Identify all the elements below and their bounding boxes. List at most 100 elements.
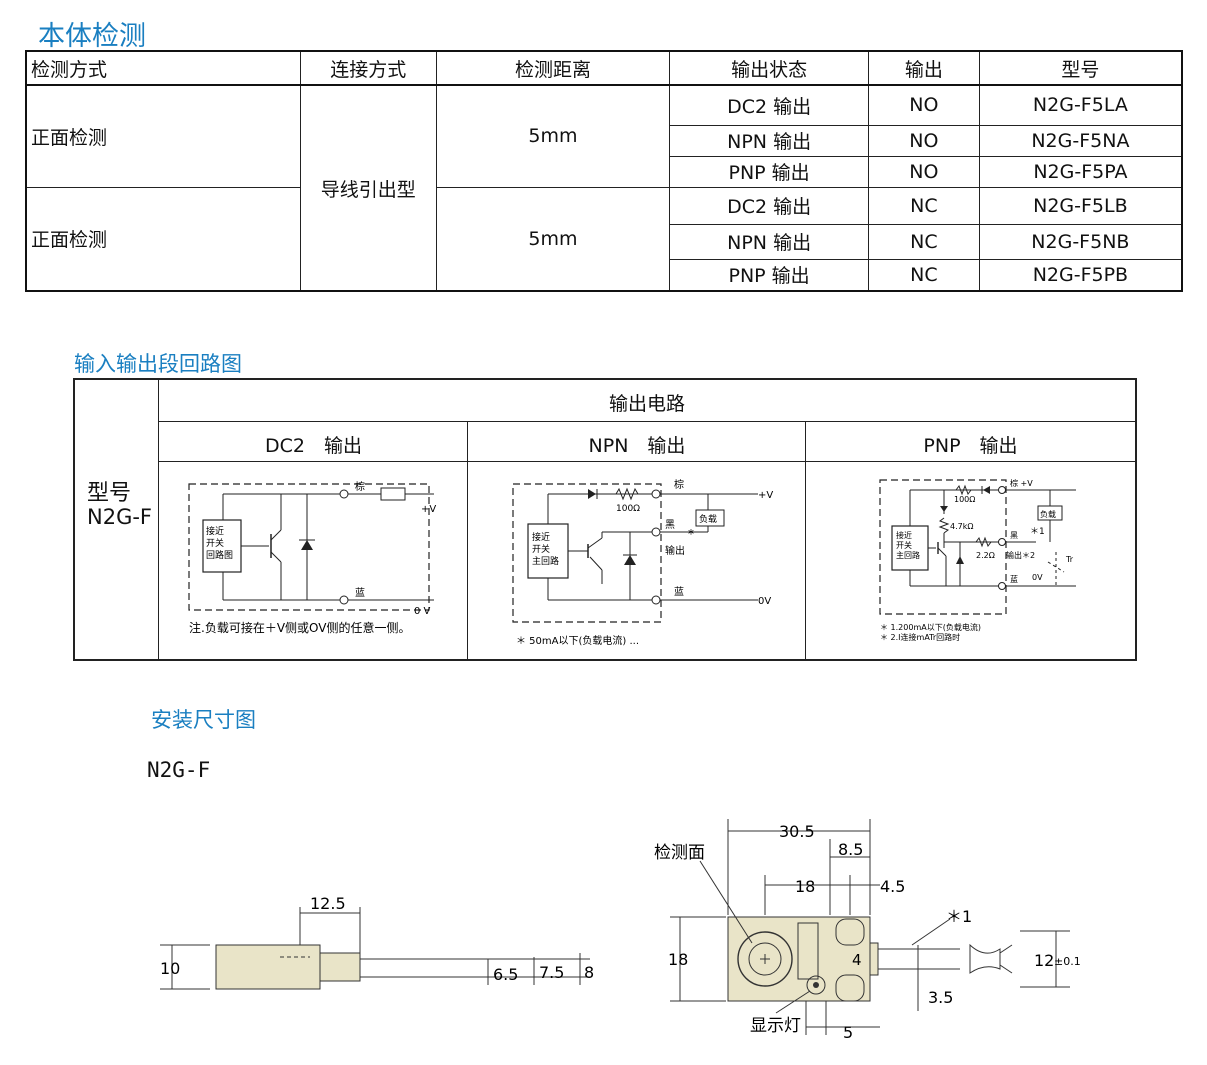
side-dim-6-5: 6.5 <box>493 965 518 984</box>
cell-output: NC <box>867 258 980 292</box>
dc2-blue-label: 蓝 <box>355 587 365 599</box>
output-circuit-header: 输出电路 <box>608 393 685 415</box>
dimension-model-label: N2G-F <box>147 758 211 782</box>
side-view-drawing: 10 12.5 6.5 7.5 8 <box>160 894 594 990</box>
table-row: PNP 输出 NC N2G-F5PB <box>26 258 1183 292</box>
front-dim-4: 4 <box>852 951 862 969</box>
dc2-note: 注.负载可接在＋V侧或OV侧的任意一侧。 <box>189 620 410 635</box>
cell-output: NC <box>867 186 980 225</box>
front-dim-5: 5 <box>843 1023 853 1042</box>
indicator-label: 显示灯 <box>750 1016 801 1036</box>
pnp-black-label: 黑 <box>1010 531 1018 540</box>
cell-model: N2G-F5LB <box>978 186 1183 225</box>
front-dim-30-5: 30.5 <box>779 822 815 841</box>
side-dim-10: 10 <box>160 959 180 978</box>
cell-state: DC2 输出 <box>669 84 869 126</box>
header-output: 输出 <box>867 50 980 86</box>
pnp-load-label: 负载 <box>1040 509 1056 519</box>
dc2-label-1: 接近 <box>206 525 224 537</box>
front-dim-8-5: 8.5 <box>838 840 863 859</box>
cell-output: NO <box>867 124 980 157</box>
table-row: NPN 输出 NO N2G-F5NA <box>26 124 1183 157</box>
circuit-table: 型号 N2G-F 输出电路 DC2 输出 NPN 输出 PNP 输出 接近 开关… <box>73 378 1137 661</box>
front-dim-3-5: 3.5 <box>928 988 953 1007</box>
pnp-output-label: 输出＊2 <box>1006 550 1035 560</box>
npn-zerov-label: 0V <box>758 596 771 607</box>
side-dim-8: 8 <box>584 963 594 982</box>
header-model: 型号 <box>978 50 1183 86</box>
cell-state: NPN 输出 <box>669 124 869 157</box>
cell-output: NC <box>867 223 980 260</box>
dc2-plusv-label: +V <box>421 504 436 515</box>
pnp-zerov-label: 0V <box>1032 573 1043 582</box>
npn-cell <box>468 422 806 659</box>
dc2-label-2: 开关 <box>206 537 224 549</box>
cell-model: N2G-F5NB <box>978 223 1183 260</box>
side-dim-12-5: 12.5 <box>310 894 346 913</box>
cell-method: 正面检测 <box>25 186 301 292</box>
npn-label-2: 开关 <box>532 543 550 555</box>
npn-brown-label: 棕 <box>674 478 684 491</box>
pnp-circuit-diagram: 接近 开关 主回路 100Ω 4.7kΩ 2.2Ω 负载 <box>879 478 1076 642</box>
header-connection: 连接方式 <box>299 50 437 86</box>
cell-state: PNP 输出 <box>669 258 869 292</box>
pnp-label-3: 主回路 <box>896 550 920 560</box>
table-row: PNP 输出 NO N2G-F5PA <box>26 155 1183 188</box>
npn-circuit-diagram: 接近 开关 主回路 100Ω 负载 棕 +V 黑 输出 * <box>512 478 773 647</box>
detect-face-label: 检测面 <box>654 843 705 863</box>
front-dim-12-tol: ±0.1 <box>1054 955 1081 968</box>
cell-connection: 导线引出型 <box>299 84 437 292</box>
table-row: 正面检测 5mm DC2 输出 NC N2G-F5LB <box>25 186 1183 292</box>
npn-blue-label: 蓝 <box>674 586 684 598</box>
cell-model: N2G-F5PB <box>978 258 1183 292</box>
npn-load-label: 负载 <box>699 513 717 525</box>
dc2-header: DC2 输出 <box>265 435 362 457</box>
front-dim-12: 12 <box>1034 951 1054 970</box>
npn-star-label: * <box>688 527 694 541</box>
front-dim-18-v: 18 <box>668 950 688 969</box>
pnp-r3-label: 2.2Ω <box>976 551 995 560</box>
table-row: NPN 输出 NC N2G-F5NB <box>26 223 1183 260</box>
header-detect-method: 检测方式 <box>25 50 301 86</box>
cell-model: N2G-F5LA <box>978 84 1183 126</box>
section-title-io-circuit: 输入输出段回路图 <box>74 352 242 376</box>
pnp-note-1: ＊ 1.200mA以下(负载电流) <box>880 622 981 632</box>
cell-model: N2G-F5PA <box>978 155 1183 188</box>
pnp-star1-label: ＊1 <box>1030 527 1045 537</box>
npn-label-1: 接近 <box>532 531 550 543</box>
dc2-zerov-label: 0 V <box>414 606 431 617</box>
npn-label-3: 主回路 <box>532 555 559 567</box>
front-dim-4-5: 4.5 <box>880 877 905 896</box>
cell-state: NPN 输出 <box>669 223 869 260</box>
header-output-state: 输出状态 <box>669 50 869 86</box>
pnp-label-2: 开关 <box>896 540 912 550</box>
pnp-brown-label: 棕 +V <box>1010 478 1033 488</box>
dc2-brown-label: 棕 <box>355 480 365 493</box>
model-label: 型号 <box>87 481 132 506</box>
cell-distance: 5mm <box>435 84 671 188</box>
front-dim-18-h: 18 <box>795 877 815 896</box>
front-view-drawing: 30.5 8.5 18 4.5 18 4 3.5 5 12 ±0.1 ＊1 检测… <box>654 819 1081 1042</box>
cell-distance: 5mm <box>435 186 671 292</box>
side-dim-7-5: 7.5 <box>539 963 564 982</box>
output-circuit-header-cell <box>159 380 1135 422</box>
column-header-row <box>159 422 1135 462</box>
npn-black-label: 黑 <box>665 519 675 531</box>
pnp-note-2: ＊ 2.I连接mATr回路时 <box>880 632 960 642</box>
pnp-tr-label: Tr <box>1065 555 1074 564</box>
npn-output-label: 输出 <box>665 544 685 557</box>
cell-state: DC2 输出 <box>669 186 869 225</box>
cell-output: NO <box>867 155 980 188</box>
pnp-label-1: 接近 <box>896 530 912 540</box>
table-row: 正面检测 导线引出型 5mm DC2 输出 NO N2G-F5LA <box>25 84 1183 292</box>
dc2-label-3: 回路图 <box>206 549 233 561</box>
section-title-body-detection: 本体检测 <box>38 21 146 52</box>
npn-plusv-label: +V <box>758 490 773 501</box>
pnp-blue-label: 蓝 <box>1010 574 1018 584</box>
cell-model: N2G-F5NA <box>978 124 1183 157</box>
cell-method: 正面检测 <box>25 84 301 188</box>
section-title-mount-dimensions: 安装尺寸图 <box>151 708 256 732</box>
spec-table: 检测方式 连接方式 检测距离 输出状态 输出 型号 正面检测 导线引出型 5mm… <box>25 50 1183 292</box>
dc2-circuit-diagram: 接近 开关 回路图 棕 +V 蓝 0 V 注.负载可接在＋V侧或OV侧的任意一侧… <box>188 480 436 635</box>
pnp-r1-label: 100Ω <box>954 495 975 504</box>
